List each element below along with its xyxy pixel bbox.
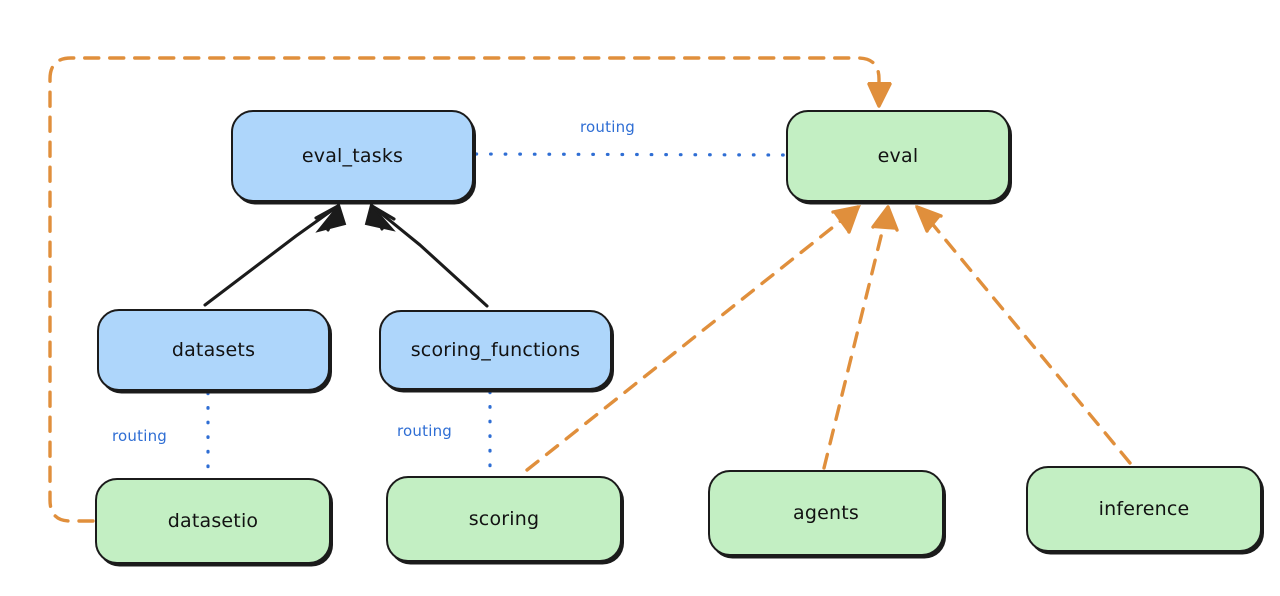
edge-agents-to-eval-dependency bbox=[822, 205, 899, 470]
node-label: eval bbox=[877, 145, 919, 167]
node-label: datasets bbox=[171, 339, 256, 361]
node-label: inference bbox=[1098, 498, 1190, 520]
edge-inference-to-eval-dependency bbox=[915, 205, 1132, 465]
node-label: scoring_functions bbox=[410, 339, 581, 361]
node-scoring[interactable]: scoring bbox=[386, 476, 622, 562]
node-datasetio[interactable]: datasetio bbox=[95, 478, 331, 564]
node-label: agents bbox=[793, 502, 859, 524]
node-label: eval_tasks bbox=[301, 145, 404, 167]
edge-label-routing-scoring-functions-scoring: routing bbox=[397, 422, 452, 440]
node-scoring-functions[interactable]: scoring_functions bbox=[379, 310, 612, 390]
node-agents[interactable]: agents bbox=[708, 470, 944, 556]
node-inference[interactable]: inference bbox=[1026, 466, 1262, 552]
edge-label-routing-eval-tasks-eval: routing bbox=[580, 118, 635, 136]
node-datasets[interactable]: datasets bbox=[97, 309, 330, 391]
node-eval[interactable]: eval bbox=[786, 110, 1010, 202]
node-eval-tasks[interactable]: eval_tasks bbox=[231, 110, 474, 202]
edge-datasets-to-eval-tasks bbox=[203, 202, 347, 307]
edge-eval-tasks-to-eval-routing bbox=[474, 152, 786, 157]
edge-scoring-functions-to-eval-tasks bbox=[364, 202, 489, 308]
node-label: datasetio bbox=[167, 510, 259, 532]
edge-label-routing-datasets-datasetio: routing bbox=[112, 427, 167, 445]
node-label: scoring bbox=[468, 508, 540, 530]
